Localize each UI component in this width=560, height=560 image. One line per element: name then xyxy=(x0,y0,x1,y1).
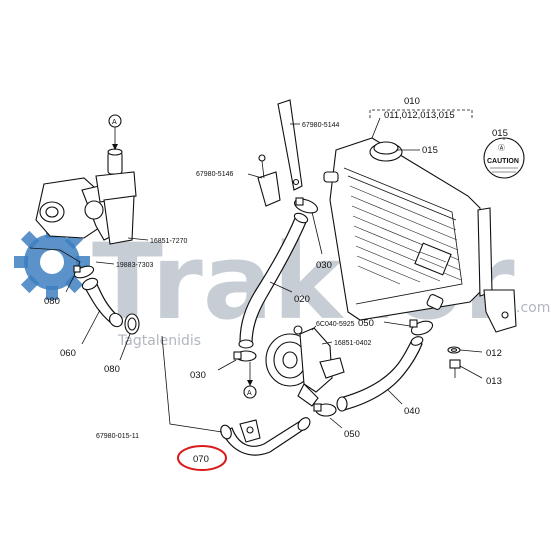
label-030-upper: 030 xyxy=(316,260,332,271)
label-010-subparts: 011,012,013,015 xyxy=(384,110,455,121)
hose-020 xyxy=(238,212,309,349)
clamp-080-lower xyxy=(124,313,140,335)
label-67980-015-11: 67980-015-11 xyxy=(96,433,139,440)
part-labels: 010 011,012,013,015 015 015 67980-5144 6… xyxy=(44,96,508,465)
arrow-a-top: A xyxy=(108,114,122,150)
leader-lines xyxy=(65,109,505,433)
clamp-080-upper xyxy=(73,265,95,279)
bolt-013 xyxy=(449,359,461,378)
radiator xyxy=(323,137,517,333)
water-pump xyxy=(265,325,345,407)
label-080-lower: 080 xyxy=(104,364,120,375)
arrow-a-bottom: A xyxy=(243,362,257,399)
label-050-lower: 050 xyxy=(344,429,360,440)
label-015: 015 xyxy=(422,145,438,156)
label-030-lower: 030 xyxy=(190,370,206,381)
label-67980-5144: 67980-5144 xyxy=(302,122,339,129)
hose-040 xyxy=(336,336,424,412)
washer-012 xyxy=(447,346,461,354)
label-080-upper: 080 xyxy=(44,296,60,307)
clamp-050-upper xyxy=(409,319,434,336)
hose-070 xyxy=(220,417,311,456)
label-012: 012 xyxy=(486,348,502,359)
mark-a-top: A xyxy=(112,119,117,126)
label-020: 020 xyxy=(294,294,310,305)
label-010: 010 xyxy=(404,96,420,107)
label-050-upper: 050 xyxy=(358,318,374,329)
label-19883-7303: 19883-7303 xyxy=(116,262,153,269)
watermark-sub-right: .com xyxy=(516,300,550,316)
caution-sticker: Ⓐ CAUTION xyxy=(483,137,525,179)
clamp-050-lower xyxy=(313,403,337,417)
clamp-030-upper xyxy=(293,197,319,214)
caution-word: CAUTION xyxy=(487,158,519,165)
label-67980-5146: 67980-5146 xyxy=(196,171,233,178)
hose-060 xyxy=(81,277,123,328)
gear-icon xyxy=(14,224,90,300)
label-16851-7270: 16851-7270 xyxy=(150,238,187,245)
label-040: 040 xyxy=(404,406,420,417)
label-16851-0402: 16851-0402 xyxy=(334,340,371,347)
label-015-top: 015 xyxy=(492,128,508,139)
label-013: 013 xyxy=(486,376,502,387)
label-060: 060 xyxy=(60,348,76,359)
mark-a-bottom: A xyxy=(247,390,252,397)
caution-symbol: Ⓐ xyxy=(498,144,505,152)
label-6c040-5925: 6C040-5925 xyxy=(316,321,355,328)
stay-bracket xyxy=(277,99,303,191)
clamp-030-lower xyxy=(233,350,257,362)
watermark-sub-left: Tagtalenidis xyxy=(117,333,201,349)
label-070: 070 xyxy=(193,454,209,465)
small-bracket xyxy=(257,154,281,207)
thermostat-cover xyxy=(95,148,137,245)
highlight-ellipse xyxy=(177,445,227,471)
filler-cap xyxy=(369,141,403,162)
